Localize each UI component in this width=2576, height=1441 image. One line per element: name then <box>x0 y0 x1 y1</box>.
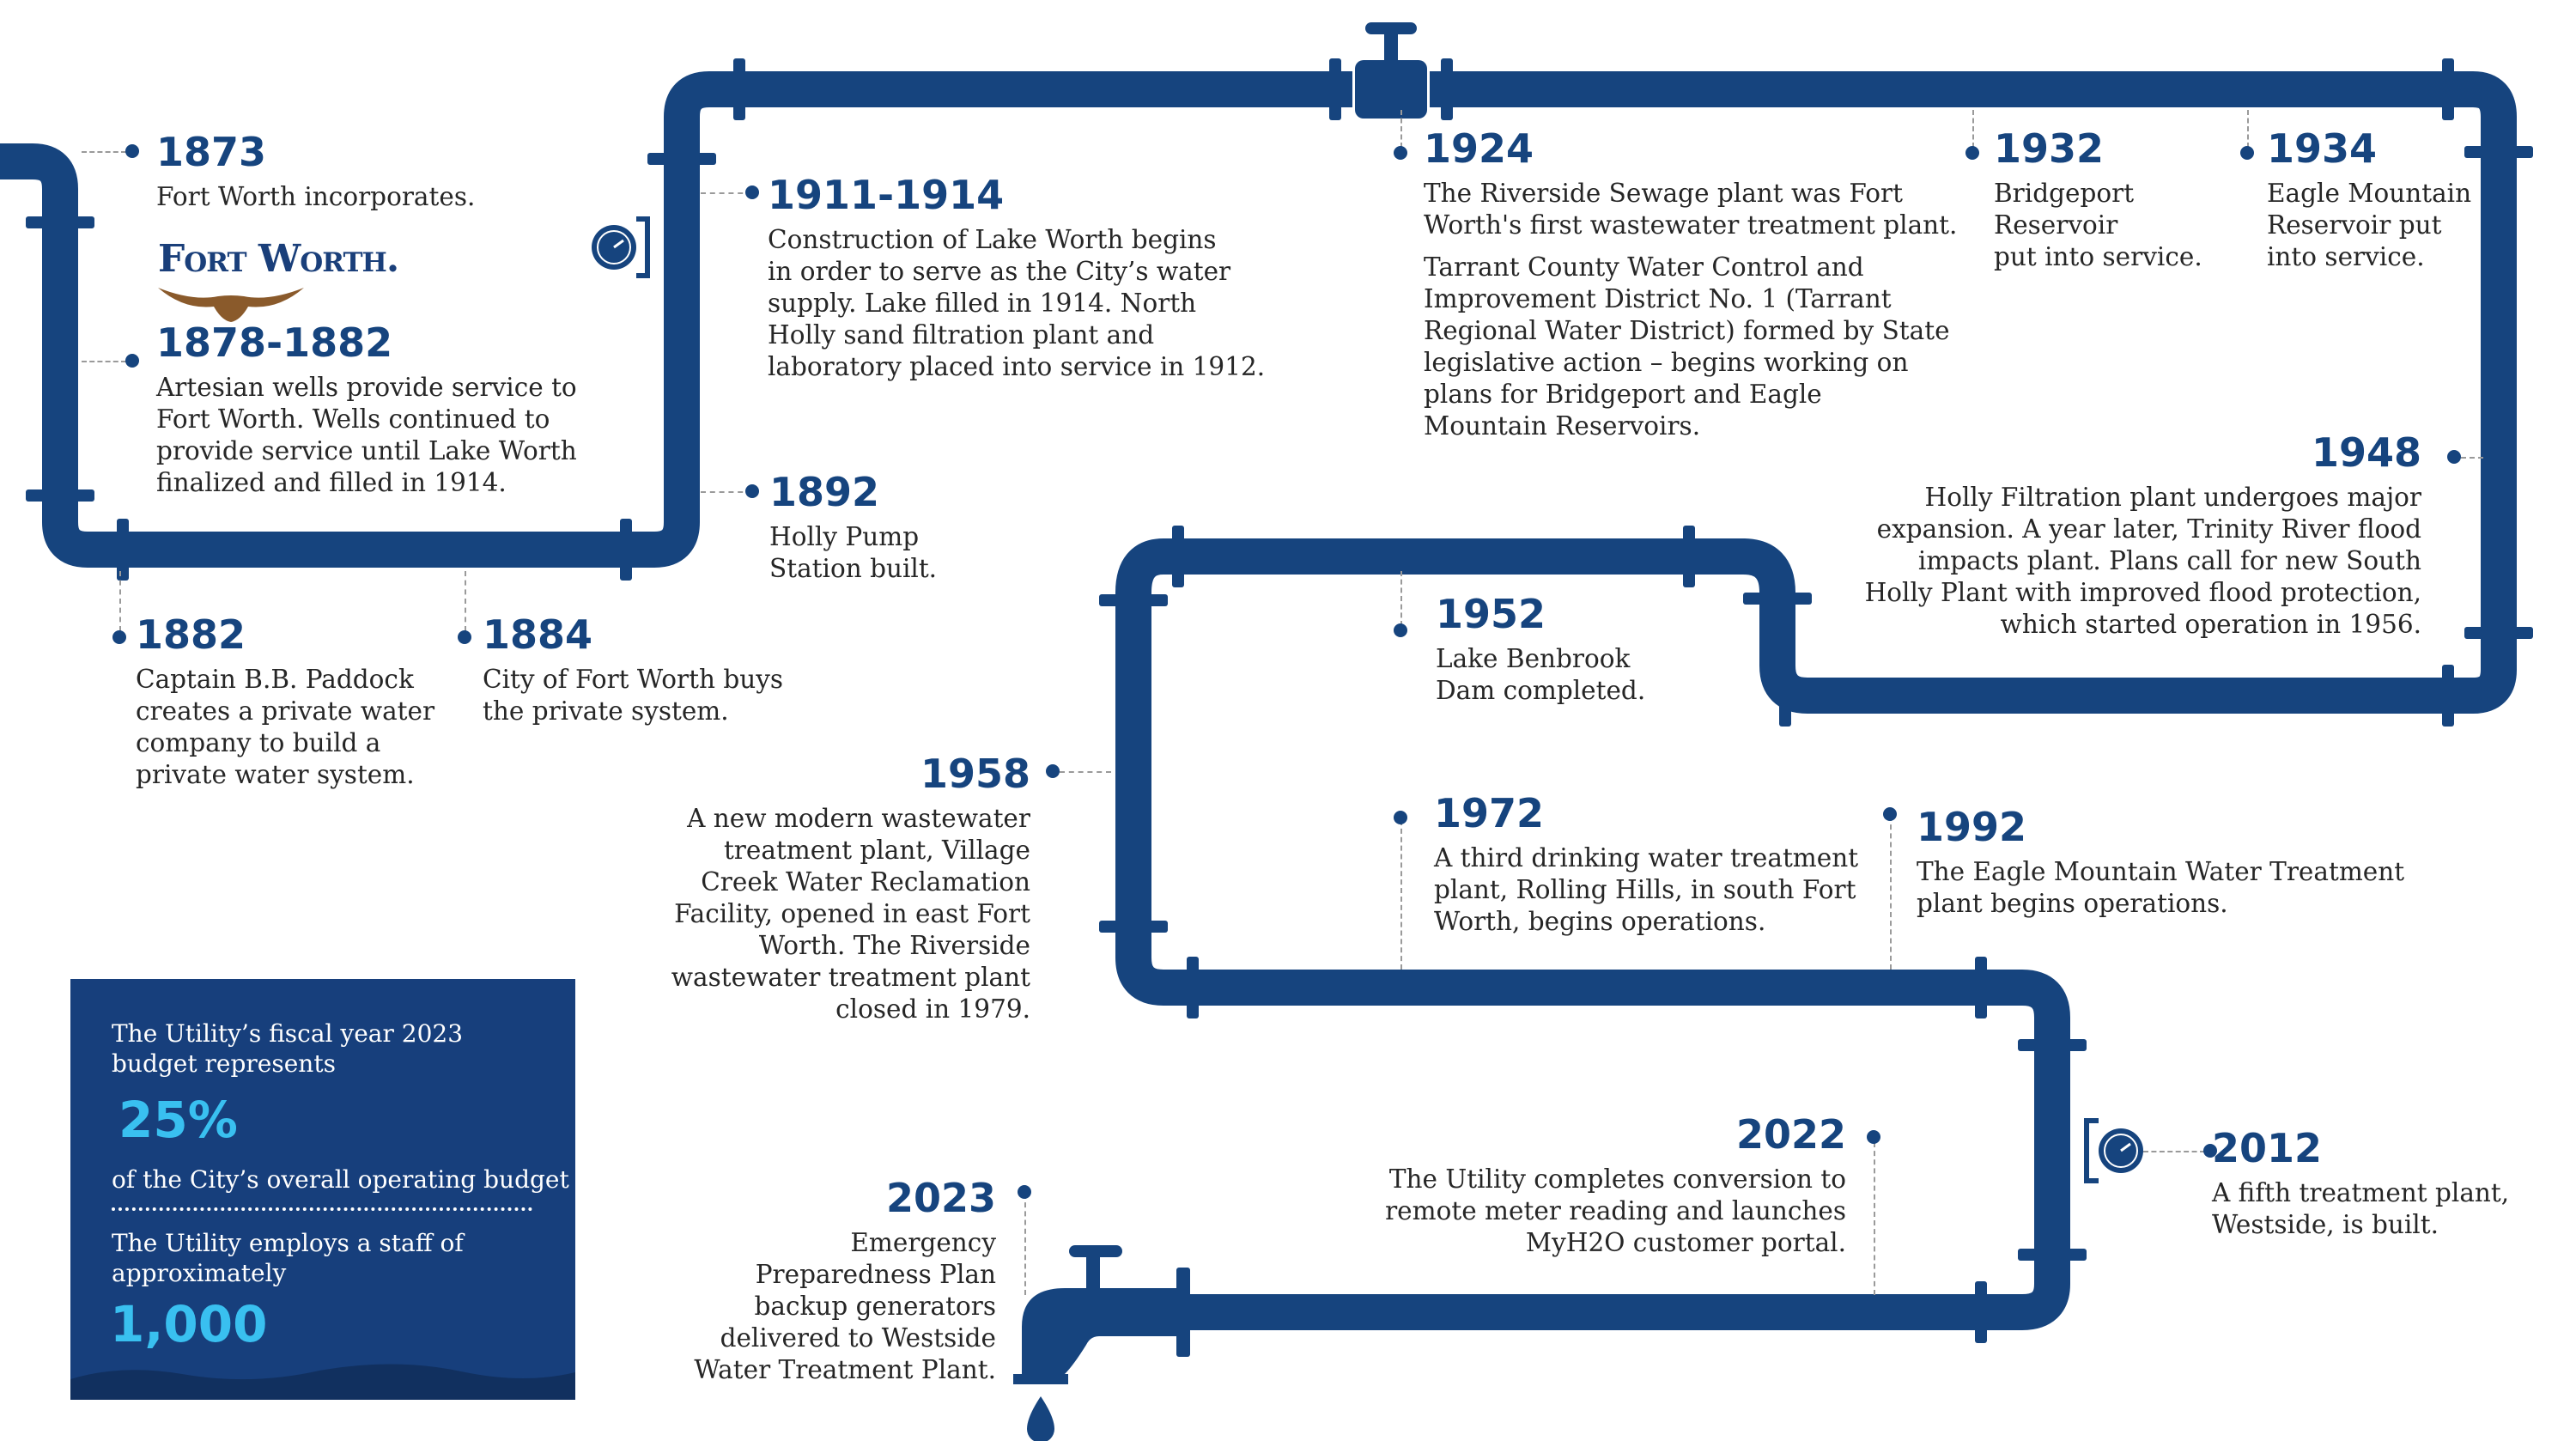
event-text: Tarrant County Water Control and Improve… <box>1424 252 1950 441</box>
event-year: 1992 <box>1917 804 2027 850</box>
event-text: Holly Filtration plant undergoes major e… <box>1864 482 2421 639</box>
event-1882: 1882 Captain B.B. Paddock creates a priv… <box>136 613 462 791</box>
timeline-dot <box>2240 146 2254 160</box>
staff-value: 1,000 <box>110 1295 268 1353</box>
timeline-dot <box>112 630 126 644</box>
event-1884: 1884 City of Fort Worth buys the private… <box>483 613 843 727</box>
timeline-dot <box>2447 450 2461 464</box>
timeline-dot <box>1965 146 1979 160</box>
budget-intro: The Utility’s fiscal year 2023 budget re… <box>112 1019 464 1078</box>
timeline-dot <box>125 354 139 368</box>
event-year: 2023 <box>885 1175 996 1221</box>
event-1873: 1873 Fort Worth incorporates. <box>156 131 517 213</box>
event-1911-1914: 1911-1914 Construction of Lake Worth beg… <box>768 173 1317 383</box>
event-year: 2022 <box>1735 1111 1846 1158</box>
event-year: 1948 <box>2311 429 2421 476</box>
event-text: A fifth treatment plant, Westside, is bu… <box>2212 1177 2510 1239</box>
event-text: A new modern wastewater treatment plant,… <box>671 803 1030 1024</box>
event-1892: 1892 Holly Pump Station built. <box>769 471 1027 585</box>
event-year: 2012 <box>2212 1125 2323 1171</box>
staff-intro: The Utility employs a staff of approxima… <box>112 1229 464 1287</box>
event-year: 1958 <box>920 751 1030 797</box>
event-text: Eagle Mountain Reservoir put into servic… <box>2267 178 2472 271</box>
timeline-dot <box>2203 1144 2217 1158</box>
wave-decoration <box>70 1364 575 1400</box>
event-text: Lake Benbrook Dam completed. <box>1436 643 1646 705</box>
budget-outro: of the City’s overall operating budget <box>112 1165 569 1194</box>
event-1932: 1932 Bridgeport Reservoir put into servi… <box>1994 127 2251 273</box>
event-1878-1882: 1878-1882 Artesian wells provide service… <box>156 321 637 499</box>
gauge-icon <box>592 216 2143 1183</box>
event-year: 1873 <box>156 129 267 175</box>
event-year: 1892 <box>769 469 880 515</box>
event-year: 1952 <box>1436 591 1546 637</box>
event-1948: 1948 Holly Filtration plant undergoes ma… <box>1855 431 2421 641</box>
event-text: Artesian wells provide service to Fort W… <box>156 372 577 497</box>
timeline-dot <box>745 484 759 498</box>
event-year: 1882 <box>136 611 246 658</box>
event-year: 1934 <box>2267 125 2378 172</box>
event-1958: 1958 A new modern wastewater treatment p… <box>670 752 1030 1025</box>
event-text: Holly Pump Station built. <box>769 521 938 583</box>
event-text: City of Fort Worth buys the private syst… <box>483 664 784 726</box>
timeline-dot <box>1018 1185 1031 1199</box>
event-year: 1878-1882 <box>156 319 393 366</box>
utility-stats-panel: The Utility’s fiscal year 2023 budget re… <box>70 979 575 1400</box>
event-text: The Riverside Sewage plant was Fort Wort… <box>1424 178 1958 240</box>
timeline-dot <box>1394 811 1407 824</box>
event-year: 1972 <box>1434 790 1545 836</box>
event-year: 1932 <box>1994 125 2105 172</box>
event-text: Emergency Preparedness Plan backup gener… <box>694 1227 996 1384</box>
budget-value: 25% <box>118 1091 238 1149</box>
event-text: Fort Worth incorporates. <box>156 181 476 211</box>
timeline-dot <box>1394 146 1407 160</box>
event-text: The Eagle Mountain Water Treatment plant… <box>1917 856 2405 918</box>
longhorn-icon <box>158 288 304 322</box>
event-1924: 1924 The Riverside Sewage plant was Fort… <box>1424 127 1973 442</box>
fort-worth-logo: Fort Worth. <box>158 237 399 331</box>
timeline-dot <box>1394 623 1407 637</box>
event-year: 1924 <box>1424 125 1534 172</box>
event-1952: 1952 Lake Benbrook Dam completed. <box>1436 593 1728 707</box>
timeline-dot <box>125 144 139 158</box>
timeline-dot <box>1883 807 1897 821</box>
event-text: Captain B.B. Paddock creates a private w… <box>136 664 435 789</box>
event-text: The Utility completes conversion to remo… <box>1385 1164 1846 1257</box>
event-year: 1884 <box>483 611 593 658</box>
timeline-dot <box>745 185 759 199</box>
event-1972: 1972 A third drinking water treatment pl… <box>1434 792 1880 938</box>
timeline-dot <box>1867 1130 1880 1144</box>
event-text: Construction of Lake Worth begins in ord… <box>768 224 1266 381</box>
logo-wordmark: Fort Worth. <box>158 237 399 281</box>
event-text: Bridgeport Reservoir put into service. <box>1994 178 2202 271</box>
event-1934: 1934 Eagle Mountain Reservoir put into s… <box>2267 127 2524 273</box>
event-2023: 2023 Emergency Preparedness Plan backup … <box>687 1177 996 1386</box>
event-2022: 2022 The Utility completes conversion to… <box>1340 1113 1846 1259</box>
divider <box>112 1207 532 1211</box>
event-1992: 1992 The Eagle Mountain Water Treatment … <box>1917 806 2449 920</box>
timeline-dot <box>1046 764 1060 778</box>
event-2012: 2012 A fifth treatment plant, Westside, … <box>2212 1127 2555 1241</box>
event-text: A third drinking water treatment plant, … <box>1434 842 1859 936</box>
event-year: 1911-1914 <box>768 172 1005 218</box>
timeline-dot <box>458 630 471 644</box>
